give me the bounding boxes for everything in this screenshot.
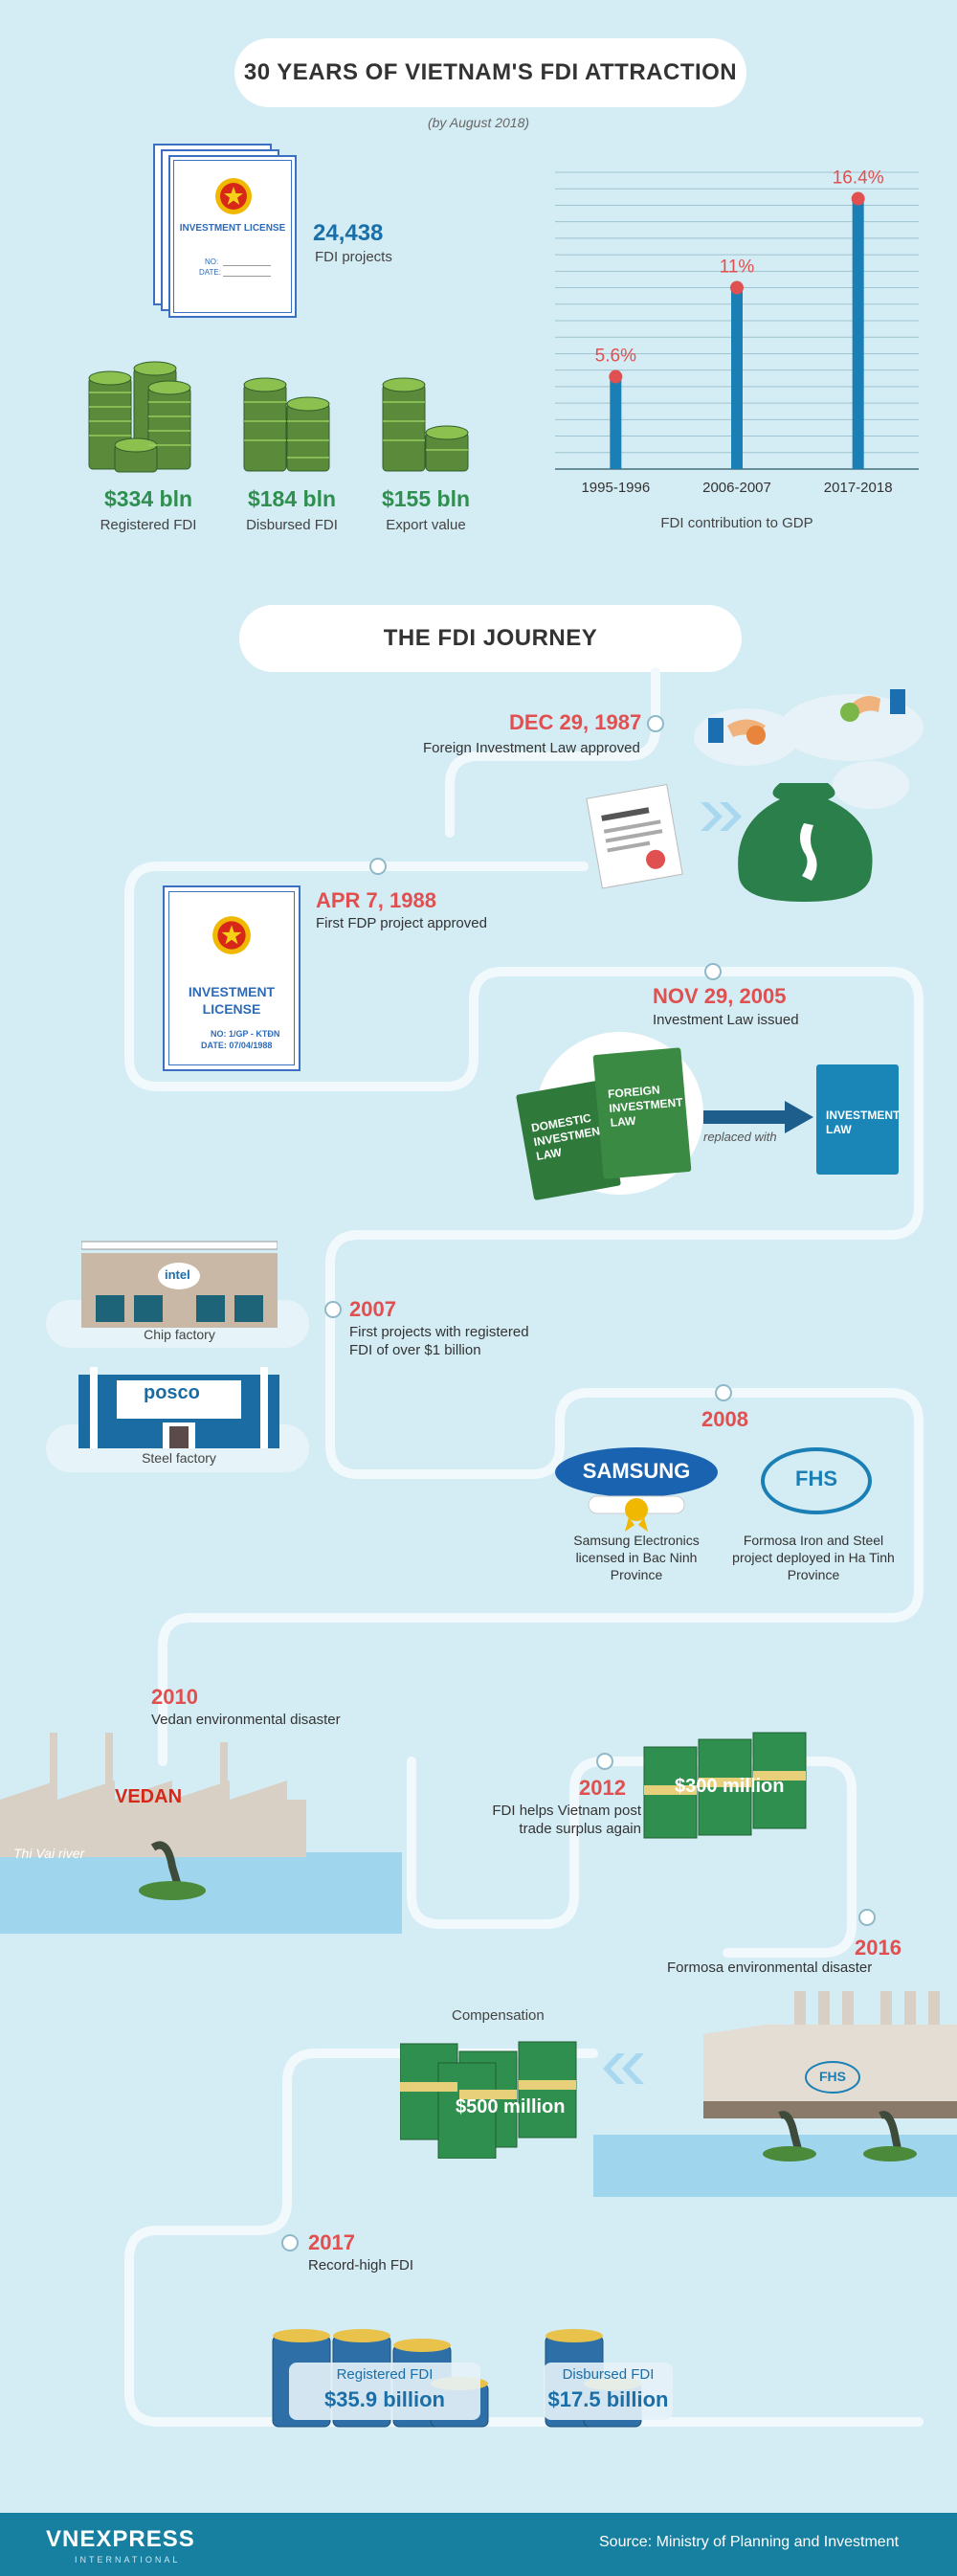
chip-factory-label: Chip factory [144,1327,215,1342]
license-1988-no: NO: 1/GP - KTĐN [211,1029,280,1039]
brand-sub: INTERNATIONAL [75,2555,181,2565]
chart-bar [852,198,864,470]
event-2017-date: 2017 [308,2230,355,2254]
chart-bar [731,287,743,469]
license-date-label: DATE: [199,268,221,277]
domestic-law-book-label: DOMESTIC INVESTMENT LAW [530,1110,609,1163]
license-title: INVESTMENT LICENSE [179,223,286,234]
investment-law-book-icon: INVESTMENT LAW [816,1064,901,1175]
page-subtitle: (by August 2018) [427,115,530,130]
export-value: $155 bln [381,486,471,511]
river-label: Thi Vai river [13,1846,85,1861]
event-2012-date: 2012 [579,1776,626,1800]
disbursed-coins-icon [243,377,330,472]
arrow-right-icon [701,802,742,831]
compensation-label: Compensation [452,2007,545,2024]
event-2016-text: Formosa environmental disaster [667,1960,873,1976]
chart-bar-cap [609,370,623,384]
money-300-icon [643,1732,807,1839]
money-500-label: $500 million [456,2096,566,2117]
disbursed-fdi-label: Disbursed FDI [246,517,338,533]
chip-factory-icon [81,1241,278,1328]
samsung-logo-text: SAMSUNG [582,1459,691,1483]
fdi-projects-value: 24,438 [313,220,384,246]
export-coins-icon [382,377,469,472]
vedan-factory-icon [0,1733,402,1934]
event-2012-text: FDI helps Vietnam post trade surplus aga… [492,1803,641,1837]
replaced-arrow-icon [703,1101,813,1133]
registered-2017-label: Registered FDI [336,2366,434,2383]
registered-fdi-label: Registered FDI [100,517,197,533]
event-1987-text: Foreign Investment Law approved [423,740,640,756]
arrow-left-icon [603,2053,644,2084]
license-1988-title: INVESTMENT LICENSE [188,984,276,1017]
brand-logo: VNEXPRESS [46,2526,195,2552]
fdi-projects-label: FDI projects [315,249,392,265]
license-1988-date: DATE: 07/04/1988 [201,1041,273,1050]
event-2010-text: Vedan environmental disaster [151,1712,341,1728]
registered-2017-value: $35.9 billion [324,2387,445,2411]
law-document-icon [586,784,683,889]
license-stack-icon: INVESTMENT LICENSE NO: DATE: [153,144,306,318]
chart-bar [610,376,622,469]
chart-bar-cap [730,280,744,295]
money-500-icon [400,2041,577,2159]
event-2007-text: First projects with registered FDI of ov… [349,1324,529,1358]
replaced-with-label: replaced with [703,1130,777,1144]
registered-coins-icon [88,361,191,473]
event-1987-date: DEC 29, 1987 [509,710,642,734]
event-2010-date: 2010 [151,1685,198,1709]
chart-data-label: 5.6% [595,347,636,367]
footer: VNEXPRESS INTERNATIONAL Source: Ministry… [0,2513,957,2576]
money-300-label: $300 million [675,1776,785,1797]
chart-data-label: 11% [720,258,755,278]
steel-factory-icon [78,1367,279,1448]
chart-xlabel: FDI contribution to GDP [660,515,813,531]
event-2008-date: 2008 [701,1407,748,1431]
event-2007-date: 2007 [349,1297,396,1321]
steel-factory-label: Steel factory [142,1450,216,1466]
source-text: Source: Ministry of Planning and Investm… [599,2534,900,2550]
foreign-law-book-icon: FOREIGN INVESTMENT LAW [592,1047,692,1179]
disbursed-fdi-value: $184 bln [247,486,337,511]
formosa-factory-brand: FHS [819,2069,846,2084]
chart-data-label: 16.4% [833,168,884,189]
registered-2017-card: Registered FDI $35.9 billion [289,2363,480,2420]
chart-tick-label: 1995-1996 [581,480,650,496]
event-2016-date: 2016 [855,1936,901,1960]
disbursed-2017-label: Disbursed FDI [562,2366,655,2383]
export-value-label: Export value [386,517,466,533]
foreign-law-book-label: FOREIGN INVESTMENT LAW [607,1083,684,1130]
fhs-logo: FHS [761,1447,872,1514]
investment-law-book-label: INVESTMENT LAW [826,1109,901,1136]
event-2017-text: Record-high FDI [308,2257,414,2274]
chip-factory-brand: intel [165,1267,190,1282]
world-money-bag-icon [694,689,924,902]
disbursed-2017-card: Disbursed FDI $17.5 billion [544,2363,673,2420]
disbursed-2017-value: $17.5 billion [547,2387,669,2411]
event-2005-text: Investment Law issued [653,1012,799,1028]
formosa-factory-icon [593,1991,957,2197]
gdp-contribution-chart: 5.6% 1995-1996 11% 2006-2007 16.4% 2017-2018 [555,168,919,496]
fhs-logo-text: FHS [795,1467,837,1490]
event-2005-date: NOV 29, 2005 [653,984,787,1008]
chart-bar-cap [851,191,865,206]
chart-tick-label: 2006-2007 [702,480,771,496]
timeline-path [124,667,924,2427]
event-1988-date: APR 7, 1988 [316,888,436,912]
event-1988-text: First FDP project approved [316,915,487,931]
certificate-scroll-icon [588,1495,685,1532]
samsung-logo: SAMSUNG [555,1447,718,1497]
steel-factory-brand: posco [144,1382,200,1403]
fhs-text: Formosa Iron and Steel project deployed … [732,1533,895,1582]
license-no-label: NO: [205,258,219,266]
page-title: 30 YEARS OF VIETNAM'S FDI ATTRACTION [234,38,746,107]
registered-fdi-value: $334 bln [103,486,193,511]
license-1988-icon: INVESTMENT LICENSE NO: 1/GP - KTĐN DATE:… [163,885,300,1071]
samsung-text: Samsung Electronics licensed in Bac Ninh… [573,1533,700,1582]
chart-tick-label: 2017-2018 [824,480,893,496]
vedan-brand: VEDAN [115,1786,183,1807]
journey-title: THE FDI JOURNEY [239,605,742,672]
